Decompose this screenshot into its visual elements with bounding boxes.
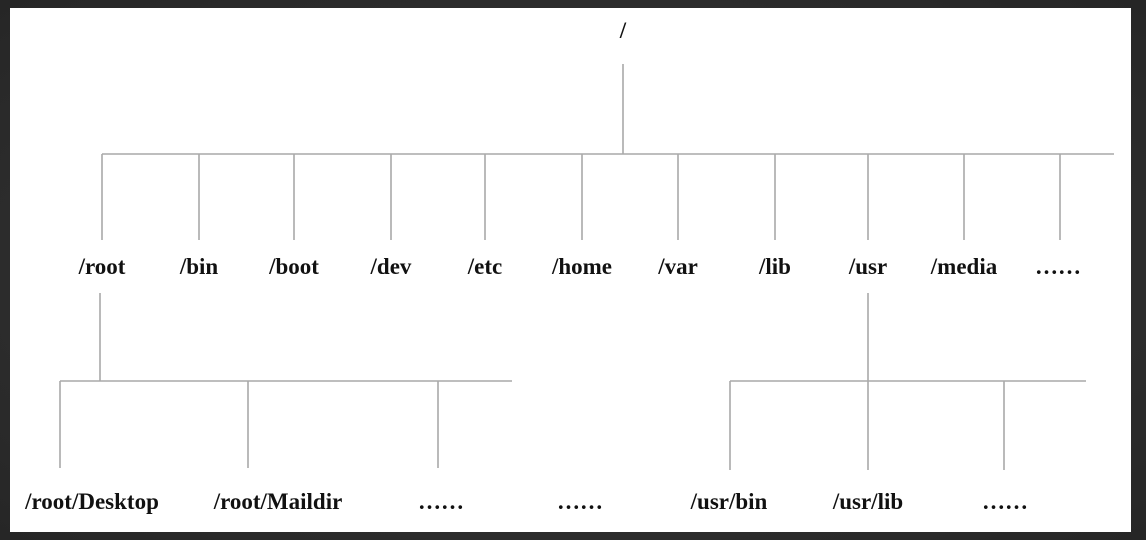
node-lib: /lib xyxy=(758,254,791,279)
node-etc: /etc xyxy=(467,254,502,279)
node-usr-lib: /usr/lib xyxy=(832,489,903,514)
node-root: / xyxy=(619,18,627,43)
node-root-desktop: /root/Desktop xyxy=(24,489,159,514)
node-root-dir: /root xyxy=(78,254,126,279)
node-usr-more: …… xyxy=(982,489,1028,514)
node-dev: /dev xyxy=(370,254,412,279)
node-more: …… xyxy=(1035,254,1081,279)
node-root-more-2: …… xyxy=(557,489,603,514)
node-usr-bin: /usr/bin xyxy=(690,489,768,514)
tree-edges xyxy=(59,64,1114,470)
directory-tree-diagram: / /root /bin /boot /dev /etc /home /var … xyxy=(24,18,1114,514)
node-usr: /usr xyxy=(848,254,887,279)
tree-labels: / /root /bin /boot /dev /etc /home /var … xyxy=(24,18,1081,514)
diagram-canvas: / /root /bin /boot /dev /etc /home /var … xyxy=(10,8,1131,532)
node-var: /var xyxy=(657,254,698,279)
node-root-more: …… xyxy=(418,489,464,514)
node-root-maildir: /root/Maildir xyxy=(213,489,343,514)
node-media: /media xyxy=(930,254,998,279)
node-bin: /bin xyxy=(179,254,219,279)
node-boot: /boot xyxy=(268,254,319,279)
node-home: /home xyxy=(551,254,612,279)
